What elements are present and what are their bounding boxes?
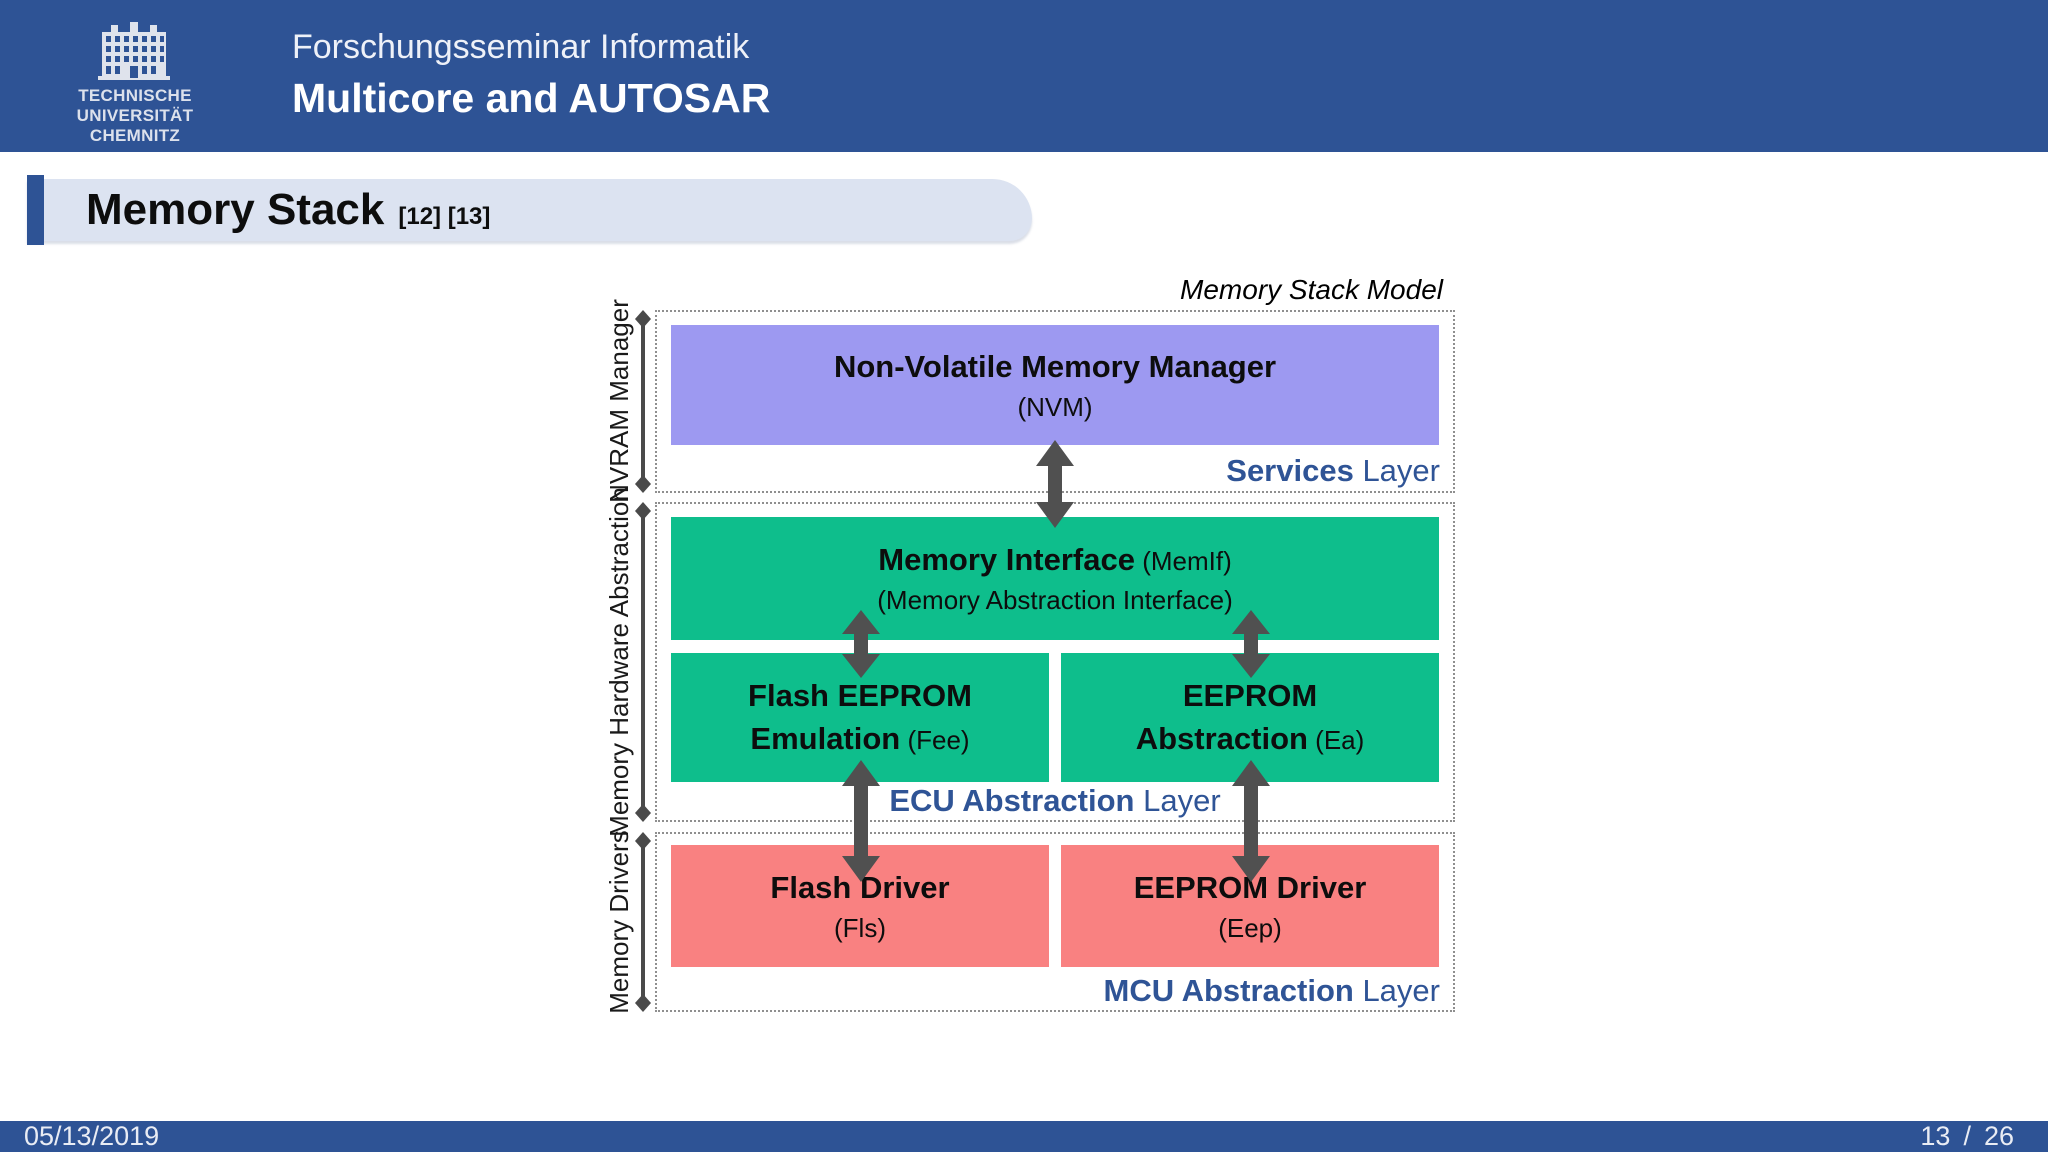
mcu-abstraction-layer-section — [655, 832, 1455, 1012]
double-arrow-connector-memif-fee — [842, 610, 880, 678]
ea-box-title-line1: EEPROM — [1182, 678, 1318, 713]
double-arrow-connector-memif-ea — [1232, 610, 1270, 678]
fee-box-title-line1: Flash EEPROM — [748, 678, 972, 713]
footer-page-total: 26 — [1983, 1121, 2014, 1151]
flash-eeprom-emulation-box: Flash EEPROM Emulation (Fee) — [671, 653, 1049, 782]
diagram-caption: Memory Stack Model — [1180, 274, 1443, 305]
memory-interface-box: Memory Interface (MemIf) (Memory Abstrac… — [671, 517, 1439, 640]
double-arrow-connector-ea-eep — [1232, 760, 1270, 882]
seminar-title: Forschungsseminar Informatik — [292, 28, 750, 66]
ecu-abstraction-layer-label: ECU Abstraction Layer — [889, 783, 1221, 818]
nvm-box-abbrev: (NVM) — [1017, 391, 1093, 422]
university-logo: TECHNISCHE UNIVERSITÄT CHEMNITZ — [30, 0, 240, 152]
slide-header: TECHNISCHE UNIVERSITÄT CHEMNITZ Forschun… — [0, 0, 2048, 152]
nvm-box-title: Non-Volatile Memory Manager — [833, 348, 1277, 384]
footer-date: 05/13/2019 — [24, 1121, 160, 1151]
nvram-manager-extent-line — [635, 310, 651, 493]
side-label-memory-drivers: Memory Drivers — [603, 830, 634, 1014]
mcu-abstraction-layer-label: MCU Abstraction Layer — [1103, 973, 1440, 1008]
fls-box-abbrev: (Fls) — [834, 912, 886, 943]
double-arrow-connector-fee-fls — [842, 760, 880, 882]
slide-title-references: [12] [13] — [398, 203, 491, 230]
memory-hardware-abstraction-extent-line — [635, 502, 651, 822]
university-name: TECHNISCHE UNIVERSITÄT CHEMNITZ — [30, 86, 240, 146]
footer-page-separator: / — [1963, 1121, 1971, 1151]
services-layer-label: Services Layer — [1226, 453, 1440, 488]
footer-page-indicator: 13 / 26 — [1920, 1121, 2014, 1152]
slide-title: Memory Stack [12] [13] — [86, 179, 490, 241]
presentation-title: Multicore and AUTOSAR — [292, 75, 771, 121]
double-arrow-connector-nvm-memif — [1036, 440, 1074, 528]
slide-title-bar — [27, 179, 1032, 241]
memory-interface-box-subtitle: (Memory Abstraction Interface) — [877, 585, 1233, 615]
eeprom-abstraction-box: EEPROM Abstraction (Ea) — [1061, 653, 1439, 782]
nvm-box: Non-Volatile Memory Manager (NVM) — [671, 325, 1439, 445]
ea-box-title-line2: Abstraction (Ea) — [1135, 721, 1365, 756]
eep-box-abbrev: (Eep) — [1218, 912, 1282, 943]
slide-title-text: Memory Stack — [86, 185, 385, 234]
university-name-line2: CHEMNITZ — [89, 126, 181, 145]
header-titles: Forschungsseminar Informatik Multicore a… — [292, 28, 770, 122]
university-name-line1: TECHNISCHE UNIVERSITÄT — [76, 86, 194, 125]
slide-footer: 05/13/2019 13 / 26 — [0, 1121, 2048, 1152]
fee-box-title-line2: Emulation (Fee) — [750, 721, 970, 756]
memory-interface-box-title: Memory Interface (MemIf) — [878, 542, 1232, 577]
footer-page-number: 13 — [1920, 1121, 1951, 1151]
slide-title-accent — [27, 175, 44, 245]
university-building-icon — [98, 22, 170, 80]
memory-drivers-extent-line — [635, 832, 651, 1012]
